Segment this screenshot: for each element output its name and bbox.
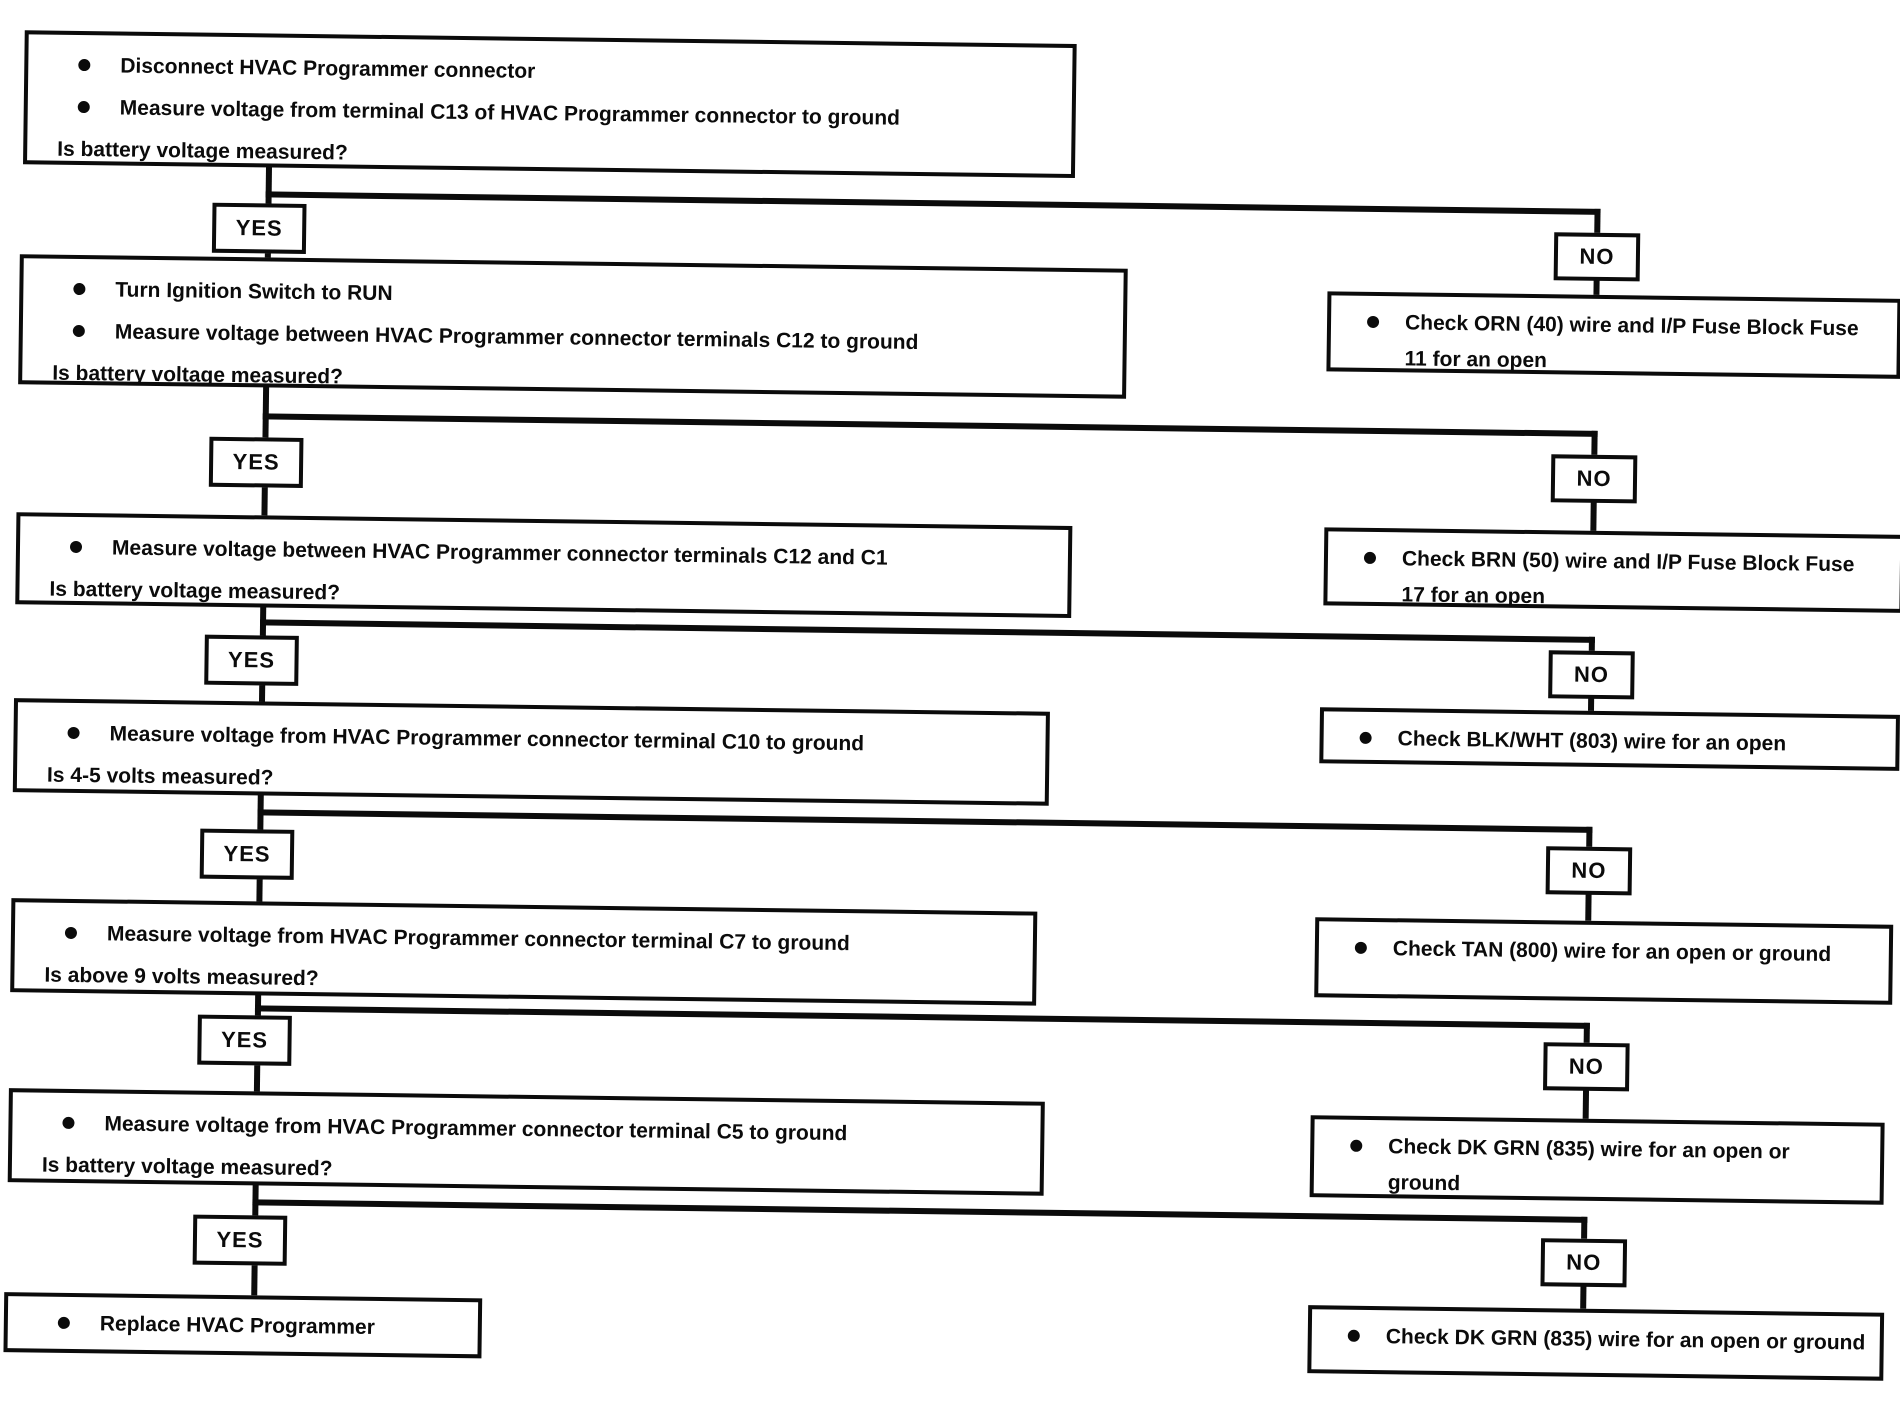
- no-branch-line: [257, 809, 1593, 833]
- connector-line: [1591, 430, 1598, 457]
- step-1-question-box: Disconnect HVAC Programmer connector Mea…: [23, 30, 1077, 179]
- no-label: NO: [1576, 465, 1612, 492]
- bullet-icon: [57, 1316, 70, 1329]
- connector-line: [1582, 1088, 1590, 1121]
- bullet-icon: [78, 58, 91, 72]
- yes-box-3: YES: [204, 634, 299, 686]
- yes-box-5: YES: [197, 1014, 292, 1066]
- yes-box-2: YES: [208, 436, 304, 488]
- connector-line: [1585, 892, 1592, 921]
- result-1-row: Check ORN (40) wire and I/P Fuse Block F…: [1360, 305, 1883, 384]
- no-branch-line: [262, 413, 1598, 437]
- no-label: NO: [1579, 243, 1615, 270]
- no-box-3: NO: [1548, 650, 1635, 700]
- yes-label: YES: [235, 215, 283, 241]
- yes-box-1: YES: [211, 202, 307, 254]
- result-6-text: Check DK GRN (835) wire for an open or g…: [1385, 1325, 1866, 1355]
- yes-label: YES: [232, 449, 280, 475]
- no-box-1: NO: [1553, 232, 1641, 282]
- result-5-box: Check DK GRN (835) wire for an open or g…: [1309, 1115, 1885, 1208]
- yes-label: YES: [227, 646, 276, 673]
- result-1-text: Check ORN (40) wire and I/P Fuse Block F…: [1404, 311, 1859, 373]
- step-5-question-box: Measure voltage from HVAC Programmer con…: [10, 898, 1038, 1006]
- step-2-bullet-1-text: Turn Ignition Switch to RUN: [115, 278, 393, 306]
- yes-box-4: YES: [199, 828, 295, 880]
- connector-line: [1583, 1022, 1590, 1045]
- result-2-row: Check BRN (50) wire and I/P Fuse Block F…: [1357, 541, 1886, 620]
- final-action-row: Replace HVAC Programmer: [36, 1303, 461, 1351]
- step-1-bullet-1-text: Disconnect HVAC Programmer connector: [120, 54, 536, 83]
- bullet-icon: [62, 1116, 75, 1130]
- connector-line: [251, 1265, 258, 1296]
- bullet-icon: [1350, 1139, 1363, 1152]
- connector-line: [1581, 1216, 1588, 1239]
- yes-label: YES: [216, 1226, 264, 1253]
- bullet-icon: [72, 324, 85, 338]
- step-3-question-box: Measure voltage between HVAC Programmer …: [15, 512, 1073, 619]
- no-label: NO: [1568, 1053, 1605, 1080]
- bullet-icon: [69, 540, 83, 554]
- result-2-text: Check BRN (50) wire and I/P Fuse Block F…: [1401, 547, 1855, 609]
- no-box-4: NO: [1545, 846, 1633, 896]
- result-4-text: Check TAN (800) wire for an open or grou…: [1392, 937, 1832, 966]
- connector-line: [1580, 1284, 1587, 1309]
- result-5-row: Check DK GRN (835) wire for an open or g…: [1344, 1129, 1867, 1208]
- no-branch-line: [265, 191, 1601, 215]
- result-6-row: Check DK GRN (835) wire for an open or g…: [1342, 1319, 1866, 1362]
- bullet-icon: [67, 726, 80, 740]
- step-2-question-box: Turn Ignition Switch to RUN Measure volt…: [18, 254, 1128, 399]
- no-branch-line: [252, 1199, 1588, 1223]
- connector-line: [256, 879, 263, 904]
- no-label: NO: [1573, 661, 1610, 688]
- connector-line: [262, 385, 270, 438]
- connector-line: [265, 165, 273, 206]
- connector-line: [253, 1065, 261, 1094]
- no-box-5: NO: [1543, 1042, 1630, 1092]
- bullet-icon: [77, 100, 90, 114]
- no-box-6: NO: [1540, 1238, 1628, 1288]
- step-6-question-box: Measure voltage from HVAC Programmer con…: [7, 1088, 1045, 1196]
- result-5-text: Check DK GRN (835) wire for an open or g…: [1387, 1135, 1790, 1196]
- bullet-icon: [73, 282, 86, 296]
- connector-line: [1586, 826, 1593, 849]
- result-1-box: Check ORN (40) wire and I/P Fuse Block F…: [1326, 291, 1900, 379]
- yes-label: YES: [220, 1026, 269, 1053]
- no-box-2: NO: [1550, 454, 1638, 504]
- step-4-question-box: Measure voltage from HVAC Programmer con…: [12, 698, 1050, 806]
- result-3-box: Check BLK/WHT (803) wire for an open: [1319, 707, 1900, 771]
- result-4-box: Check TAN (800) wire for an open or grou…: [1314, 917, 1894, 1005]
- yes-box-6: YES: [192, 1214, 288, 1266]
- no-branch-line: [254, 1005, 1590, 1029]
- yes-label: YES: [223, 840, 271, 867]
- connector-line: [1590, 500, 1597, 533]
- bullet-icon: [1347, 1329, 1360, 1342]
- no-label: NO: [1566, 1249, 1602, 1276]
- no-label: NO: [1571, 857, 1607, 884]
- bullet-icon: [1359, 731, 1372, 744]
- bullet-icon: [1363, 551, 1377, 564]
- bullet-icon: [64, 926, 78, 940]
- connector-line: [1594, 208, 1601, 235]
- bullet-icon: [1354, 941, 1367, 954]
- final-action-box: Replace HVAC Programmer: [3, 1292, 483, 1359]
- result-3-row: Check BLK/WHT (803) wire for an open: [1353, 721, 1881, 764]
- result-6-box: Check DK GRN (835) wire for an open or g…: [1307, 1305, 1885, 1381]
- result-3-text: Check BLK/WHT (803) wire for an open: [1397, 727, 1787, 756]
- final-action-text: Replace HVAC Programmer: [99, 1312, 376, 1339]
- result-2-box: Check BRN (50) wire and I/P Fuse Block F…: [1323, 527, 1900, 613]
- connector-line: [261, 487, 268, 516]
- result-4-row: Check TAN (800) wire for an open or grou…: [1349, 931, 1875, 974]
- no-branch-line: [259, 619, 1595, 643]
- bullet-icon: [1366, 315, 1380, 329]
